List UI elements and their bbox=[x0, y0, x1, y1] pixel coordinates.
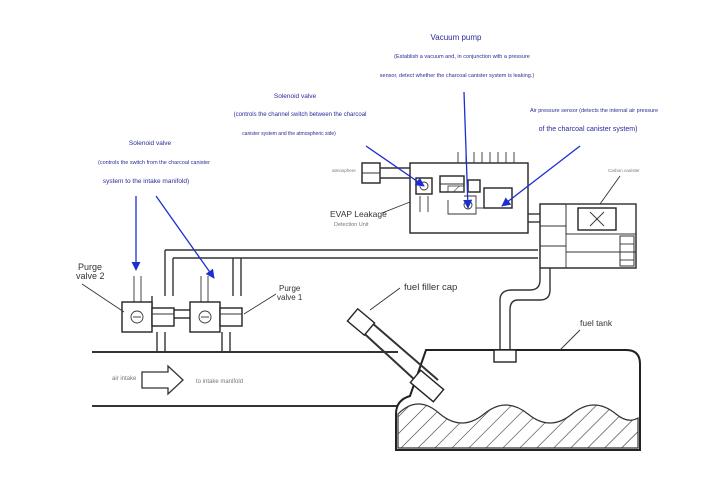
air-pressure-sensor-arrow bbox=[501, 145, 581, 207]
solenoid-left-arrow-2 bbox=[155, 195, 215, 279]
vacuum-pump-desc-line2: sensor, detect whether the charcoal cani… bbox=[380, 73, 535, 79]
solenoid-left-desc-line2: system to the intake manifold) bbox=[103, 178, 189, 185]
atmosphere-inlet bbox=[361, 162, 410, 184]
canister-to-tank-hose bbox=[499, 268, 551, 350]
fuel-filler-cap-label: fuel filler cap bbox=[404, 282, 457, 293]
vacuum-pump-desc-line1: (Establish a vacuum and, in conjunction … bbox=[394, 54, 530, 60]
purge-valve-1 bbox=[189, 301, 243, 333]
to-intake-manifold-label: to intake manifold bbox=[196, 379, 243, 385]
fuel-filler-cap-leader bbox=[369, 287, 401, 311]
carbon-canister bbox=[539, 203, 637, 269]
solenoid-top-desc-line2: canister system and the atmospheric side… bbox=[242, 131, 336, 137]
air-pressure-sensor-line2: of the charcoal canister system) bbox=[539, 126, 638, 133]
air-intake-flow-arrow bbox=[141, 364, 184, 396]
solenoid-left-desc-line1: (controls the switch from the charcoal c… bbox=[98, 160, 210, 166]
evap-unit-leader bbox=[381, 201, 411, 214]
solenoid-top-arrow bbox=[365, 145, 425, 187]
carbon-canister-leader bbox=[599, 175, 621, 205]
solenoid-top-desc-line1: (controls the channel switch between the… bbox=[234, 112, 367, 118]
evap-unit-label-line1: EVAP Leakage bbox=[330, 209, 387, 219]
evap-detection-unit bbox=[409, 152, 542, 234]
solenoid-top-title: Solenoid valve bbox=[274, 93, 317, 100]
carbon-canister-label: Carbon canister bbox=[608, 168, 640, 173]
purge-valve-1-label-line2: valve 1 bbox=[277, 293, 303, 302]
air-pressure-sensor-line1: Air pressure sensor (detects the interna… bbox=[530, 108, 658, 114]
air-intake-label: air intake bbox=[112, 376, 137, 382]
vacuum-pump-arrow bbox=[463, 91, 473, 209]
evap-unit-label-line2: Detection Unit bbox=[334, 222, 369, 228]
fuel-tank-label: fuel tank bbox=[580, 318, 613, 328]
fuel-filler-neck bbox=[346, 307, 445, 403]
intake-manifold-pipe bbox=[92, 351, 398, 407]
purge-valve-2-leader bbox=[81, 283, 125, 313]
solenoid-left-title: Solenoid valve bbox=[129, 140, 172, 147]
purge-valve-1-label-line1: Purge bbox=[279, 284, 301, 293]
purge-hoses bbox=[133, 249, 538, 352]
purge-valve-2 bbox=[121, 301, 175, 333]
fuel-tank-leader bbox=[559, 329, 581, 351]
purge-valve-2-label-line2: valve 2 bbox=[76, 271, 105, 281]
vacuum-pump-title: Vacuum pump bbox=[431, 33, 483, 42]
fuel-tank bbox=[395, 349, 641, 451]
purge-valve-1-leader bbox=[243, 293, 277, 315]
atmosphere-label: atmosphere bbox=[332, 168, 356, 173]
purge-valve-2-label-line1: Purge bbox=[78, 262, 102, 272]
